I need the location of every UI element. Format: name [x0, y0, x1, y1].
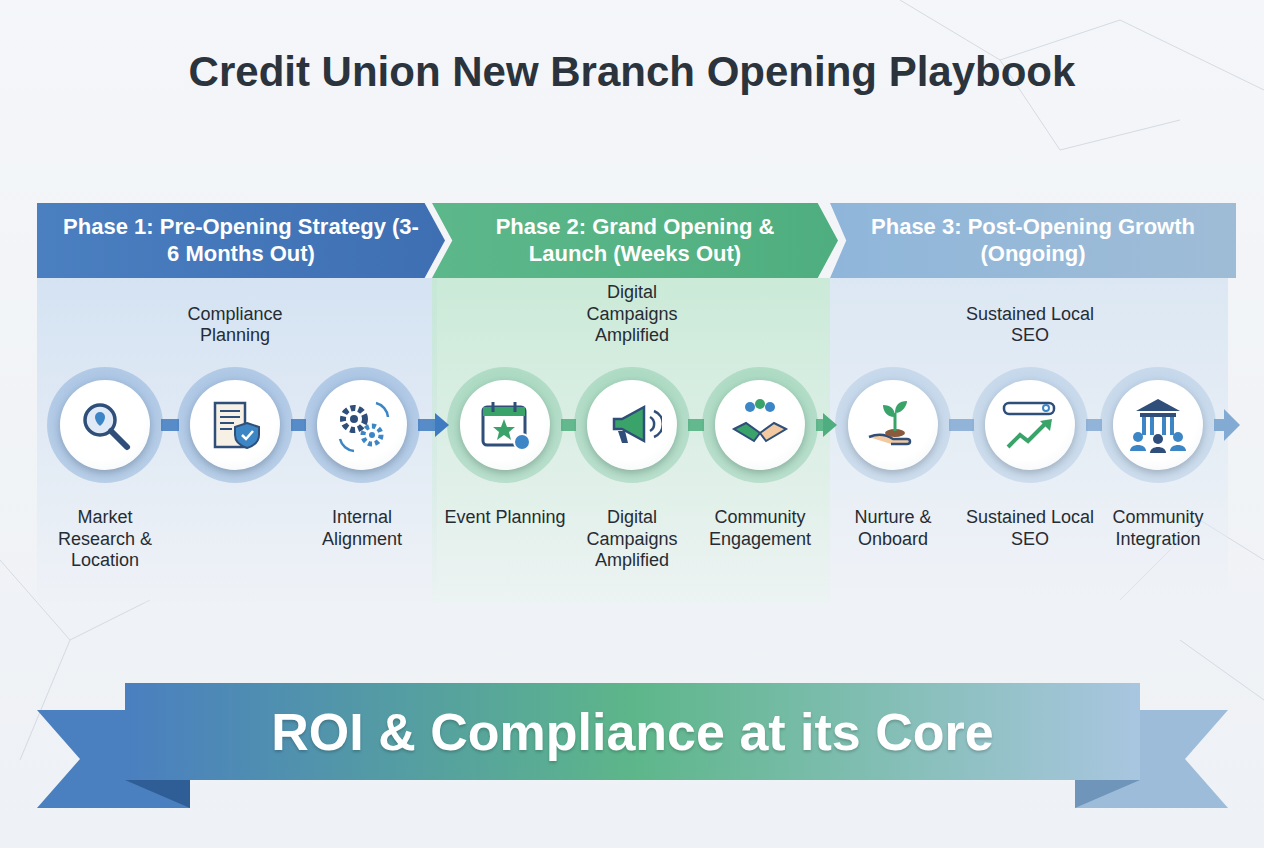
circle-face	[60, 380, 150, 470]
step-icon	[1128, 395, 1188, 455]
step-label: Market Research & Location	[40, 507, 170, 572]
step-circle: Community Integration	[1100, 367, 1216, 483]
ribbon-fold	[1075, 780, 1140, 808]
step-label: Sustained Local SEO	[965, 507, 1095, 550]
flow-connector	[816, 413, 837, 437]
step-label: Internal Alignment	[297, 507, 427, 550]
step-label: Digital Campaigns Amplified	[567, 282, 697, 347]
step-icon	[863, 395, 923, 455]
circle-face	[985, 380, 1075, 470]
phase-panel: Phase 2: Grand Opening & Launch (Weeks O…	[432, 203, 830, 603]
phase-header: Phase 2: Grand Opening & Launch (Weeks O…	[432, 203, 838, 278]
step-circle: Digital Campaigns AmplifiedDigital Campa…	[574, 367, 690, 483]
circle-face	[1113, 380, 1203, 470]
core-banner: ROI & Compliance at its Core	[125, 683, 1140, 780]
step-icon	[1000, 395, 1060, 455]
phase-header: Phase 3: Post-Opening Growth (Ongoing)	[830, 203, 1236, 278]
step-label: Compliance Planning	[170, 304, 300, 347]
step-circle: Event Planning	[447, 367, 563, 483]
flow-connector	[418, 413, 449, 437]
phase-title: Phase 2: Grand Opening & Launch (Weeks O…	[432, 214, 838, 267]
circle-face	[460, 380, 550, 470]
flow-connector	[1086, 425, 1102, 426]
step-circle: Market Research & Location	[47, 367, 163, 483]
circle-face	[587, 380, 677, 470]
banner-text: ROI & Compliance at its Core	[271, 702, 993, 762]
phase-header: Phase 1: Pre-Opening Strategy (3-6 Month…	[37, 203, 445, 278]
exit-arrow	[1214, 409, 1240, 441]
flow-connector	[949, 425, 974, 426]
circle-face	[317, 380, 407, 470]
flow-connector	[161, 425, 179, 426]
step-icon	[475, 395, 535, 455]
phase-title: Phase 1: Pre-Opening Strategy (3-6 Month…	[37, 214, 445, 267]
step-icon	[332, 395, 392, 455]
step-circle: Nurture & Onboard	[835, 367, 951, 483]
flow-connector	[561, 425, 576, 426]
step-icon	[205, 395, 265, 455]
step-label: Community Integration	[1093, 507, 1223, 550]
flow-connector	[291, 425, 306, 426]
step-label: Nurture & Onboard	[828, 507, 958, 550]
phase-title: Phase 3: Post-Opening Growth (Ongoing)	[830, 214, 1236, 267]
step-circle: Sustained Local SEOSustained Local SEO	[972, 367, 1088, 483]
step-circle: Internal Alignment	[304, 367, 420, 483]
circle-face	[848, 380, 938, 470]
step-label: Community Engagement	[695, 507, 825, 550]
ribbon-fold	[125, 780, 190, 808]
step-label: Sustained Local SEO	[965, 304, 1095, 347]
flow-connector	[688, 425, 704, 426]
step-label: Event Planning	[440, 507, 570, 529]
diagram-title: Credit Union New Branch Opening Playbook	[0, 48, 1264, 96]
circle-face	[190, 380, 280, 470]
step-label: Digital Campaigns Amplified	[567, 507, 697, 572]
step-circle: Community Engagement	[702, 367, 818, 483]
step-circle: Compliance Planning	[177, 367, 293, 483]
circle-face	[715, 380, 805, 470]
step-icon	[75, 395, 135, 455]
step-icon	[602, 395, 662, 455]
step-icon	[730, 395, 790, 455]
phase-panel: Phase 1: Pre-Opening Strategy (3-6 Month…	[37, 203, 437, 603]
phase-panel: Phase 3: Post-Opening Growth (Ongoing)Nu…	[830, 203, 1228, 603]
